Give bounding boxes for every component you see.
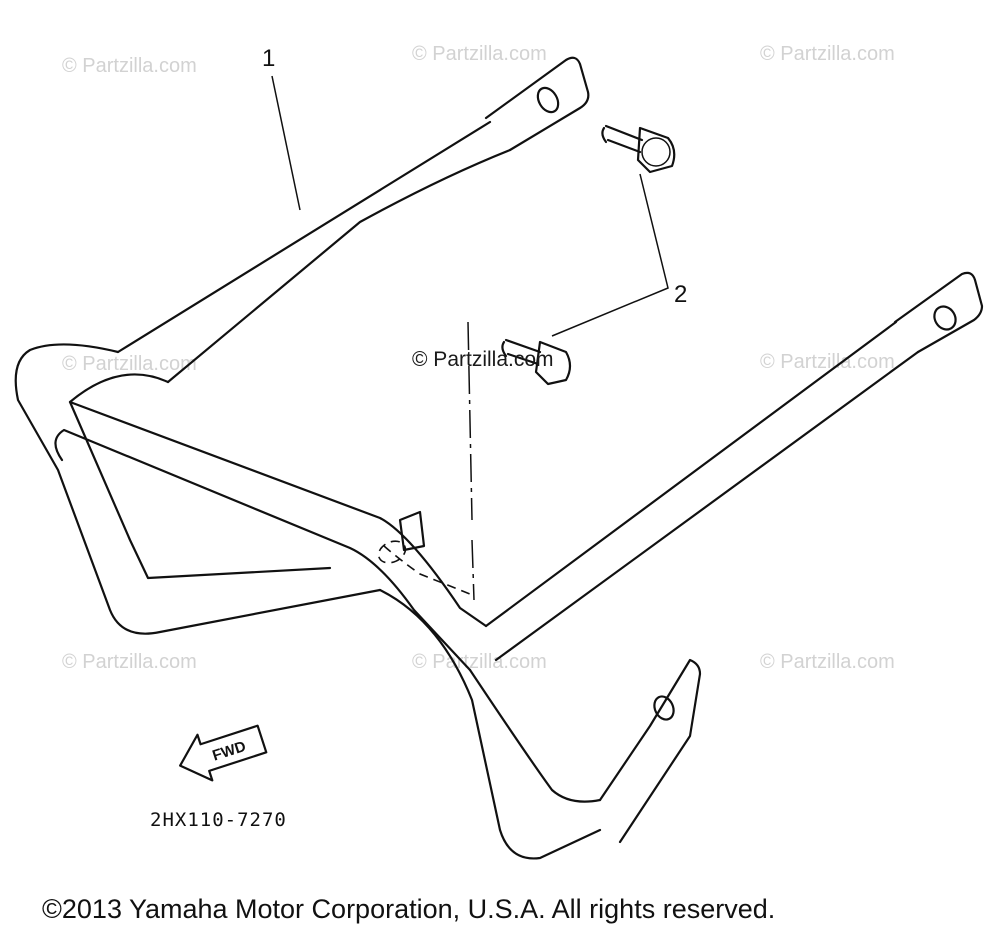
fwd-arrow: FWD <box>179 724 268 782</box>
center-tab <box>398 510 426 552</box>
fwd-arrow-icon <box>179 724 268 782</box>
mount-hole-right <box>933 305 957 331</box>
front-loop-inner <box>68 373 332 580</box>
bolt-upper-head <box>636 126 676 174</box>
bolt-lower-shank <box>501 338 542 366</box>
right-arm-outer <box>484 320 898 628</box>
watermark-top-right: © Partzilla.com <box>760 43 895 65</box>
watermark-bottom-center: © Partzilla.com <box>412 651 547 673</box>
cross-bar-top <box>68 400 488 628</box>
bolt-upper-shank <box>601 124 644 154</box>
front-loop-outer <box>14 343 382 635</box>
lower-bend-inner <box>468 668 602 803</box>
lower-bend-outer <box>378 588 602 860</box>
watermark-bottom-left: © Partzilla.com <box>62 651 197 673</box>
watermark-bottom-right: © Partzilla.com <box>760 651 895 673</box>
hidden-pipe-end <box>377 540 407 564</box>
watermark-top-left: © Partzilla.com <box>62 55 197 77</box>
watermark-group: © Partzilla.com © Partzilla.com © Partzi… <box>62 43 895 673</box>
mount-hole-bottom <box>653 695 675 721</box>
bolt-upper-flange <box>641 137 671 167</box>
watermark-center: © Partzilla.com <box>412 348 554 371</box>
bolt-lower-head <box>534 340 572 386</box>
upper-arm-inner <box>166 148 512 384</box>
leader-1 <box>271 75 301 211</box>
mount-plate-right <box>893 271 984 354</box>
callout-2: 2 <box>674 281 687 308</box>
mount-plate-bottom <box>598 658 702 844</box>
upper-arm-outer <box>116 120 492 354</box>
right-arm-inner <box>494 350 920 662</box>
cross-bar-bottom <box>54 428 472 672</box>
watermark-mid-left: © Partzilla.com <box>62 353 197 375</box>
mount-plate-top <box>484 56 590 152</box>
bolt-group <box>467 124 676 601</box>
watermark-mid-right: © Partzilla.com <box>760 351 895 373</box>
callout-1: 1 <box>262 45 275 72</box>
watermark-top-center: © Partzilla.com <box>412 43 547 65</box>
mount-axis <box>467 321 475 601</box>
copyright-notice: ©2013 Yamaha Motor Corporation, U.S.A. A… <box>42 894 775 924</box>
part-code: 2HX110-7270 <box>150 809 287 831</box>
grab-bar-frame <box>14 56 984 860</box>
leader-2 <box>551 173 669 337</box>
mount-hole-top <box>536 86 560 114</box>
hidden-line <box>383 545 471 595</box>
